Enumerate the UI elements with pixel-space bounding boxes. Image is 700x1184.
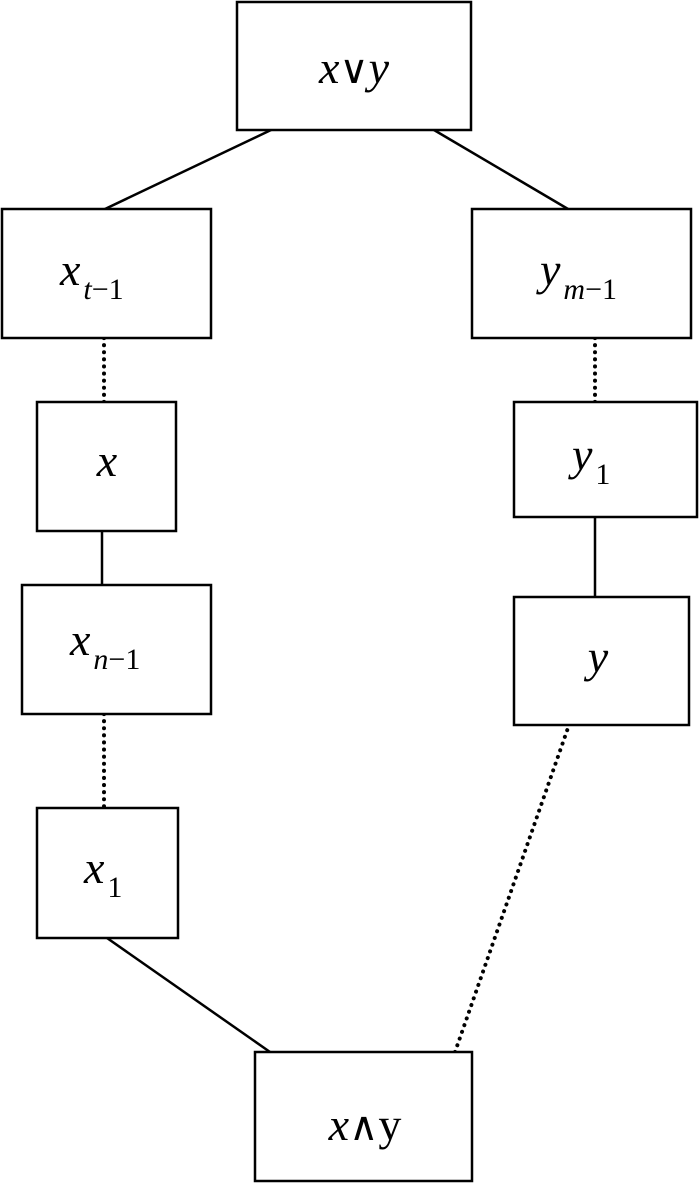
edge-bottom-to-y xyxy=(453,723,571,1054)
node-y-var: y xyxy=(584,631,609,682)
node-x-var: x xyxy=(96,435,118,486)
node-y-m-minus-1-var: y xyxy=(536,244,561,295)
node-join-var-y: y xyxy=(365,42,390,93)
node-join-box xyxy=(235,0,473,132)
node-x-box xyxy=(35,400,178,533)
node-y-1-box xyxy=(512,400,699,519)
node-join-label: x∨y xyxy=(318,42,390,93)
node-y-label: y xyxy=(584,631,609,682)
edge-ym1-to-top xyxy=(433,128,569,211)
node-meet-label: x∧y xyxy=(328,1099,402,1150)
node-y: y xyxy=(512,595,691,727)
node-x-t-minus-1-var: x xyxy=(59,244,81,295)
node-y-box xyxy=(512,595,691,727)
node-x-t-minus-1-sub-var: t xyxy=(83,273,92,306)
node-x: x xyxy=(35,400,178,533)
node-join-operator: ∨ xyxy=(339,47,368,92)
node-x-n-minus-1-sub-rest: −1 xyxy=(108,643,140,676)
node-x-n-minus-1-sub-var: n xyxy=(93,643,108,676)
node-y-1-sub: 1 xyxy=(595,458,610,491)
node-y-1-var: y xyxy=(568,429,593,480)
node-x-1-var: x xyxy=(83,842,105,893)
node-meet-operator: ∧ xyxy=(349,1104,378,1149)
edge-xt1-to-top xyxy=(104,128,272,211)
node-y-m-minus-1-sub-var: m xyxy=(563,273,585,306)
node-x-label: x xyxy=(96,435,118,486)
node-x-1-sub: 1 xyxy=(107,871,122,904)
node-x-n-minus-1-var: x xyxy=(69,614,91,665)
node-x-t-minus-1-box xyxy=(0,207,213,340)
edges xyxy=(100,128,597,1054)
node-y-m-minus-1-box xyxy=(470,207,693,340)
node-x-n-minus-1-box xyxy=(20,583,213,716)
node-meet-var-y: y xyxy=(378,1099,401,1150)
node-join: x∨y xyxy=(235,0,473,132)
node-y-m-minus-1-sub-rest: −1 xyxy=(585,273,617,306)
node-join-var-x: x xyxy=(318,42,340,93)
node-meet-box xyxy=(253,1050,474,1183)
node-meet: x∧y xyxy=(253,1050,474,1183)
node-x-1-box xyxy=(35,806,180,940)
edge-bottom-to-x1 xyxy=(106,936,271,1054)
node-x-t-minus-1-sub-rest: −1 xyxy=(92,273,124,306)
node-meet-var-x: x xyxy=(328,1099,350,1150)
